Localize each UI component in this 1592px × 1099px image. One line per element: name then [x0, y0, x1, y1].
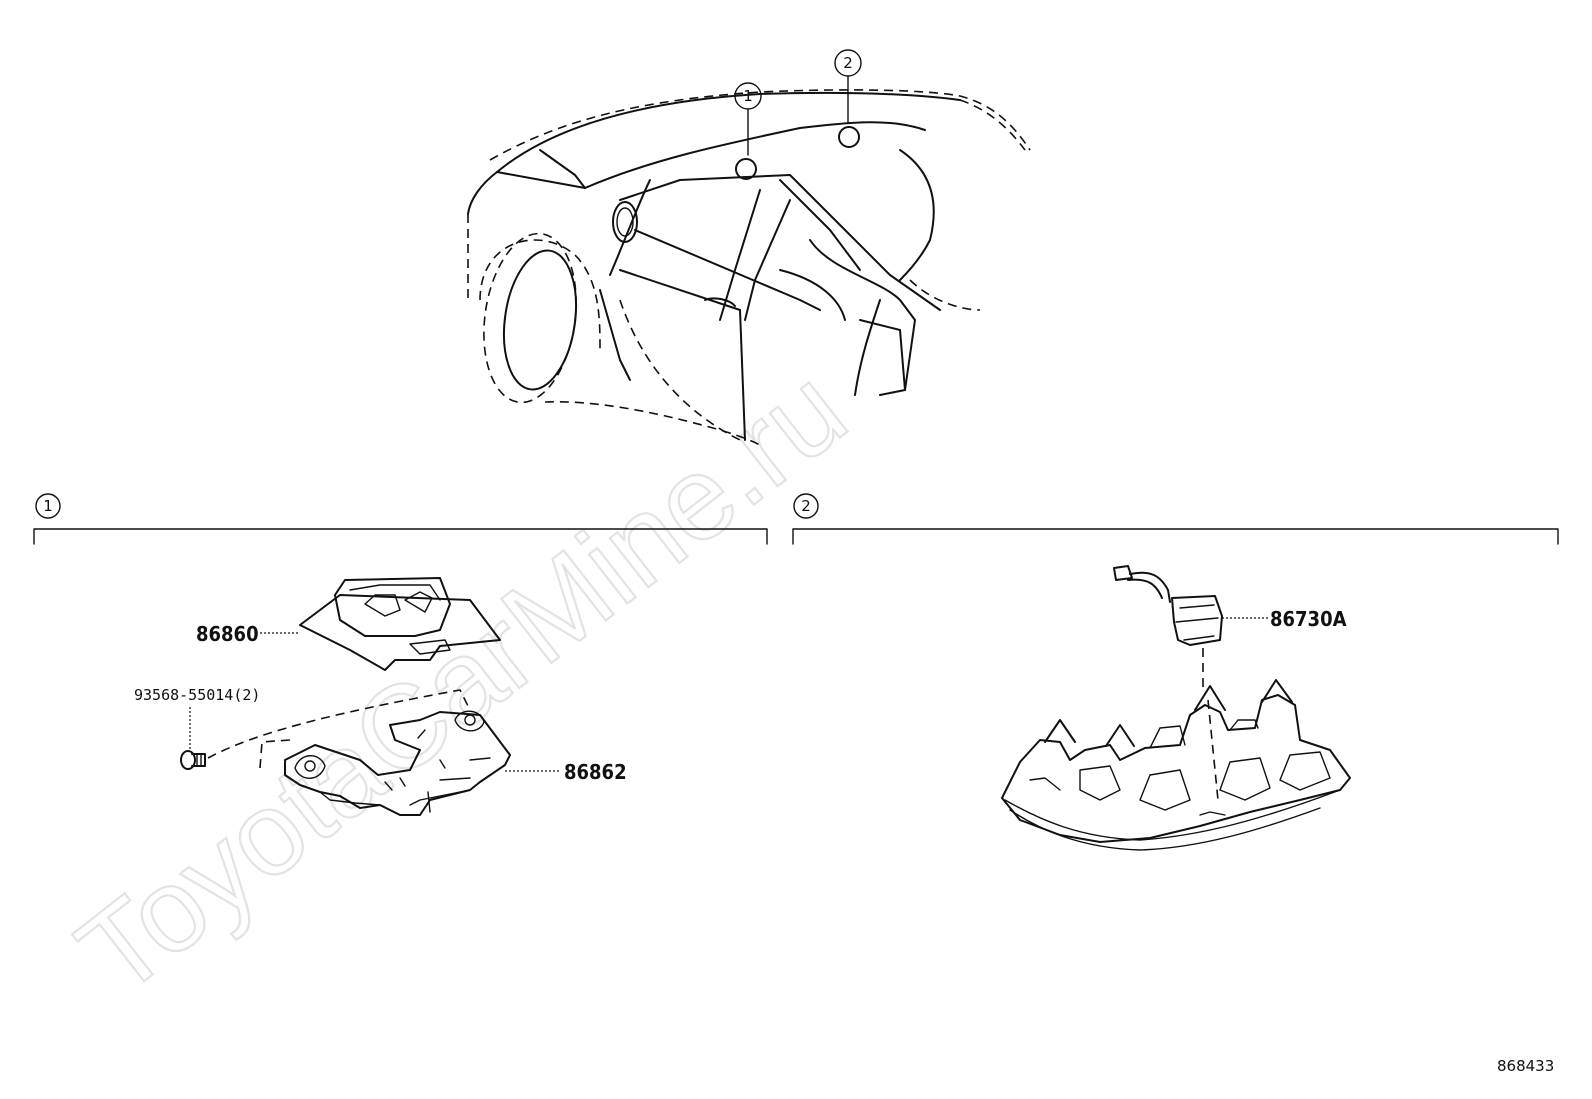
- part-93568-screw-illustration: [180, 750, 206, 770]
- overview-callout-2-label: 2: [843, 54, 853, 72]
- part-86860-illustration: [299, 577, 501, 671]
- part-number-86860: 86860: [196, 622, 259, 646]
- overview-callout-1-label: 1: [743, 87, 753, 105]
- part-86862-illustration: [284, 710, 511, 816]
- location-mark-2: [838, 126, 860, 148]
- bracket-dashed-guide: [259, 739, 291, 769]
- section-2-bracket: 2: [792, 493, 1559, 545]
- car-overview-illustration: [467, 75, 1031, 446]
- part-number-93568-55014: 93568-55014(2): [134, 686, 260, 704]
- section-2-callout: 2: [801, 497, 811, 515]
- section-1-bracket: 1: [33, 493, 768, 545]
- overhead-console-housing: [1001, 679, 1351, 851]
- watermark: ToyotaCarMine.ru: [55, 343, 870, 1020]
- location-mark-1: [735, 158, 757, 180]
- console-dashed-guide: [1207, 699, 1219, 801]
- part-number-86862: 86862: [564, 760, 627, 784]
- overview-callout-1: 1: [734, 82, 762, 110]
- overview-callout-2: 2: [834, 49, 862, 77]
- diagram-reference-number: 868433: [1497, 1057, 1554, 1075]
- section-1-callout: 1: [43, 497, 53, 515]
- part-number-86730A: 86730A: [1270, 607, 1347, 631]
- part-86730A-illustration: [1113, 565, 1223, 646]
